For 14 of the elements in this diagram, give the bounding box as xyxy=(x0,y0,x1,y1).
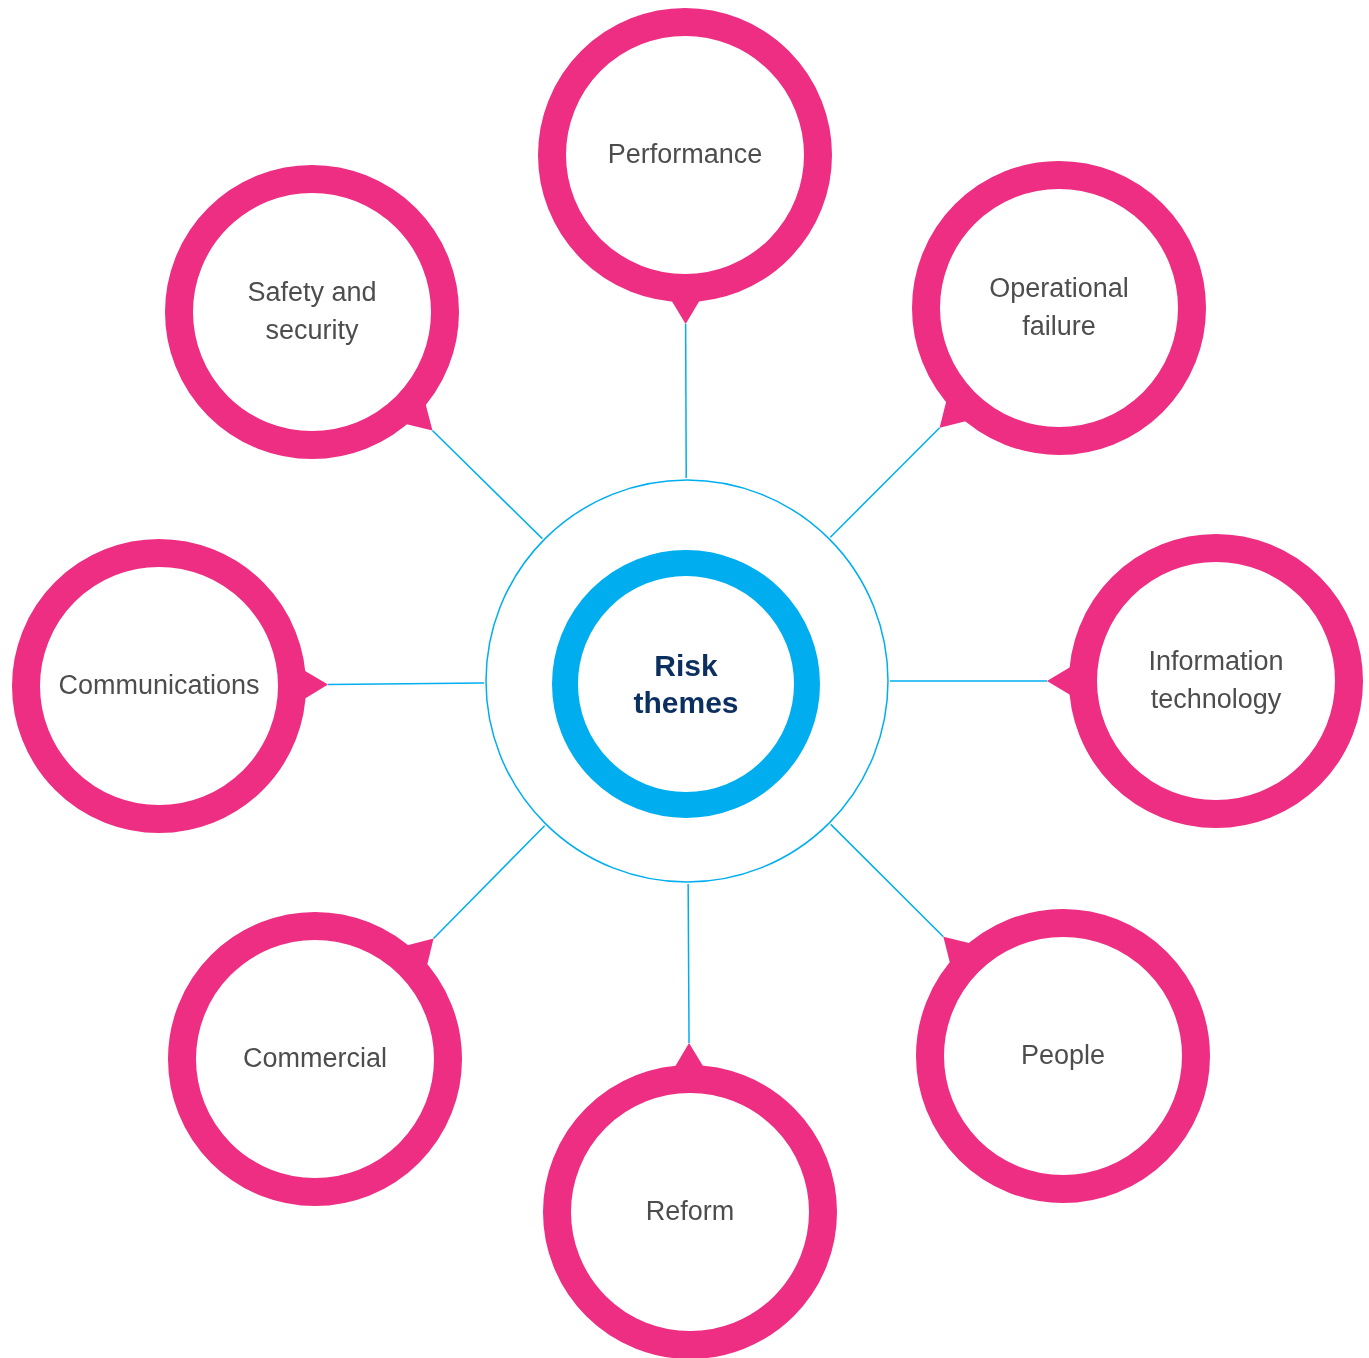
node-label: Safety and security xyxy=(246,276,378,347)
node-label: Communications xyxy=(58,669,260,703)
connector-line xyxy=(889,680,1048,682)
node-label: Performance xyxy=(607,138,763,172)
connector-line xyxy=(687,883,690,1044)
node-label: Reform xyxy=(645,1195,735,1229)
node-label: Commercial xyxy=(243,1042,387,1076)
node-label: Operational failure xyxy=(988,272,1130,343)
connector-line xyxy=(327,682,485,686)
connector-line xyxy=(684,323,687,479)
node-label: People xyxy=(1020,1039,1106,1073)
node-label: Information technology xyxy=(1147,645,1285,716)
outer-ring xyxy=(485,479,889,883)
node-label: Risk themes xyxy=(632,647,740,721)
